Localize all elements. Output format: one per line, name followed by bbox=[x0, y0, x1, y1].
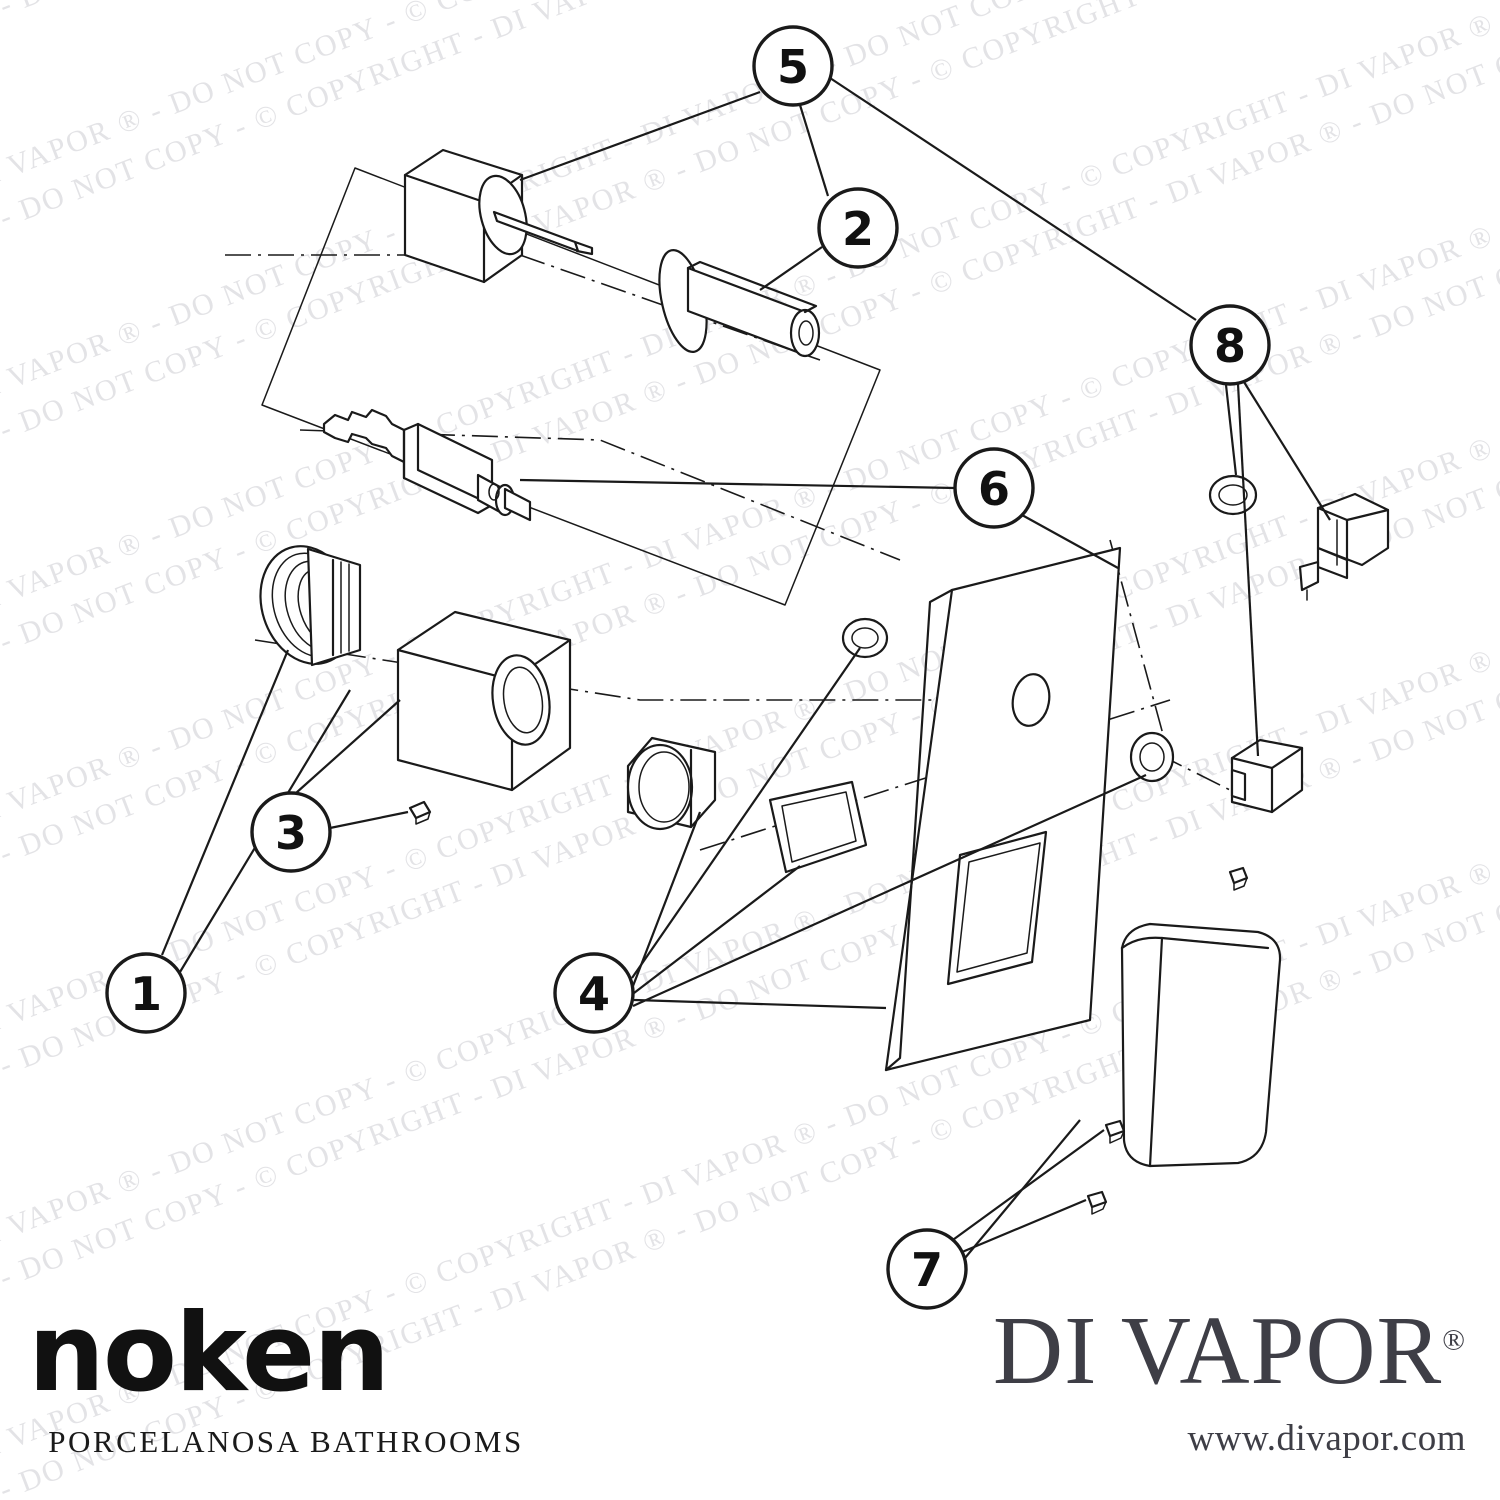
callout-8[interactable]: 8 bbox=[1189, 304, 1271, 386]
divapor-name: DI VAPOR bbox=[993, 1297, 1443, 1404]
o-ring-right bbox=[1129, 731, 1175, 783]
part-1-threaded-ring bbox=[259, 545, 362, 667]
part-7-handle bbox=[1120, 922, 1282, 1168]
o-ring-upper bbox=[841, 617, 889, 659]
callout-5[interactable]: 5 bbox=[752, 25, 834, 107]
screw-handle-lower bbox=[1086, 1190, 1108, 1215]
callout-3-circle bbox=[250, 791, 332, 873]
callout-4-label: 4 bbox=[578, 967, 610, 1021]
callout-7-label: 7 bbox=[911, 1243, 943, 1297]
callout-3[interactable]: 3 bbox=[250, 791, 332, 873]
divapor-wordmark: DI VAPOR® bbox=[776, 1302, 1466, 1399]
callout-2[interactable]: 2 bbox=[817, 187, 899, 269]
part-2-spindle bbox=[658, 249, 821, 358]
noken-wordmark: noken bbox=[28, 1291, 390, 1416]
callout-6[interactable]: 6 bbox=[953, 447, 1035, 529]
part-4-spacer-ring bbox=[626, 736, 717, 831]
footer-branding: noken PORCELANOSA BATHROOMS DI VAPOR® ww… bbox=[0, 1290, 1500, 1500]
part-6-cartridge bbox=[322, 408, 532, 522]
callout-1-label: 1 bbox=[130, 967, 162, 1021]
part-3-hex-body bbox=[396, 610, 572, 825]
callout-5-circle bbox=[752, 25, 834, 107]
screw-plate-right bbox=[1228, 866, 1249, 891]
callout-5-label: 5 bbox=[777, 40, 809, 94]
callout-3-label: 3 bbox=[275, 806, 307, 860]
noken-logo: noken PORCELANOSA BATHROOMS bbox=[28, 1300, 548, 1460]
callout-7[interactable]: 7 bbox=[886, 1228, 968, 1310]
part-5-sleeve bbox=[403, 148, 594, 284]
callout-6-label: 6 bbox=[978, 462, 1010, 516]
o-ring-part-8 bbox=[1208, 474, 1258, 516]
registered-mark: ® bbox=[1442, 1323, 1466, 1357]
screw-handle-upper bbox=[1104, 1119, 1126, 1144]
callout-4-circle bbox=[553, 952, 635, 1034]
callout-8-label: 8 bbox=[1214, 319, 1246, 373]
callout-2-circle bbox=[817, 187, 899, 269]
callout-4[interactable]: 4 bbox=[553, 952, 635, 1034]
callout-6-circle bbox=[953, 447, 1035, 529]
divapor-logo: DI VAPOR® www.divapor.com bbox=[776, 1302, 1466, 1460]
noken-tagline: PORCELANOSA BATHROOMS bbox=[48, 1424, 524, 1459]
part-6-cover-plate bbox=[884, 546, 1122, 1072]
divapor-url[interactable]: www.divapor.com bbox=[1187, 1418, 1466, 1459]
callout-7-circle bbox=[886, 1228, 968, 1310]
callout-8-circle bbox=[1189, 304, 1271, 386]
callout-1[interactable]: 1 bbox=[105, 952, 187, 1034]
part-8-clip bbox=[1298, 492, 1390, 601]
part-8-cap bbox=[1230, 738, 1304, 814]
callout-2-label: 2 bbox=[842, 202, 874, 256]
part-4-square-gasket bbox=[768, 780, 868, 874]
callout-1-circle bbox=[105, 952, 187, 1034]
